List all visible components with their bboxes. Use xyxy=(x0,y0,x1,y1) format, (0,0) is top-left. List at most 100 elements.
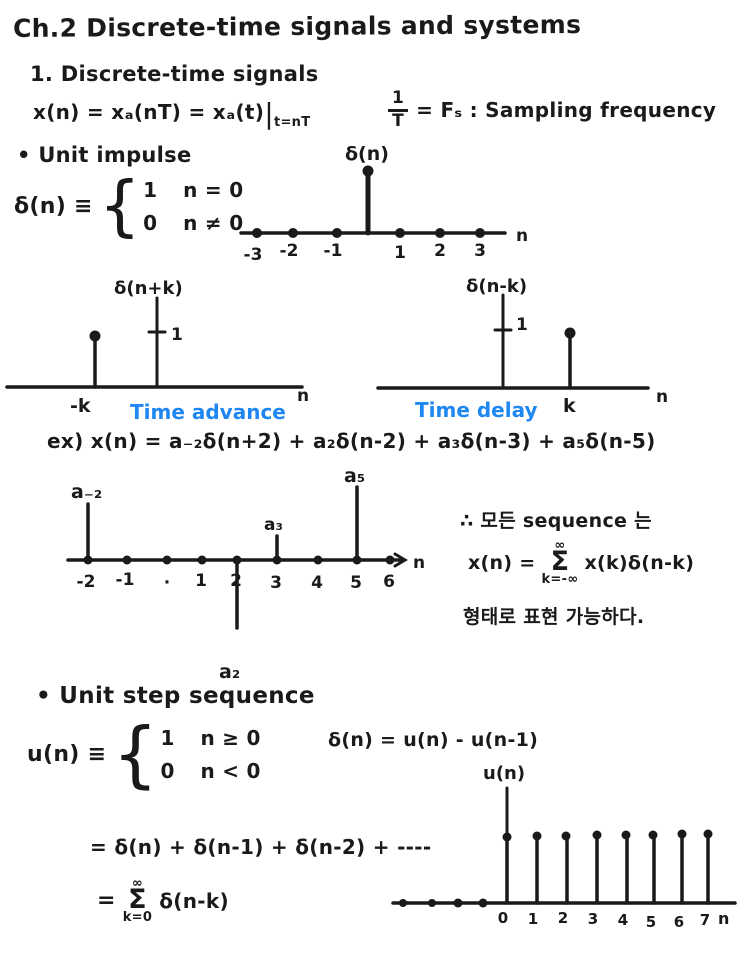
stem-position-label: k xyxy=(563,395,576,417)
sample-dot xyxy=(453,898,463,908)
stem-dot xyxy=(703,829,713,839)
one-over-T-fraction: 1 T xyxy=(388,89,409,131)
impulse-cases: 1 n = 0 0 n ≠ 0 xyxy=(143,178,243,235)
sampling-frequency-text: = Fₛ : Sampling frequency xyxy=(416,98,717,123)
impulse-case-1: 1 n = 0 xyxy=(143,178,243,202)
step-def-lhs: u(n) ≡ xyxy=(27,742,107,768)
example-equation: ex) x(n) = a₋₂δ(n+2) + a₂δ(n-2) + a₃δ(n-… xyxy=(47,429,656,453)
tick-label: 6 xyxy=(674,913,684,931)
sigma-symbol: Σ xyxy=(550,546,570,578)
tick-label: -2 xyxy=(77,572,96,592)
tick-label: 3 xyxy=(270,573,282,593)
stem-dot xyxy=(621,830,631,840)
evaluation-subscript: t=nT xyxy=(273,115,311,130)
case-brace: { xyxy=(98,167,142,245)
tick-label: -1 xyxy=(116,570,135,590)
time-delay-plot: 1 δ(n-k) k Time delay n xyxy=(376,276,668,422)
sigma-symbol: Σ xyxy=(128,884,147,916)
tick-label: 7 xyxy=(700,911,710,929)
stem-dot xyxy=(89,330,101,342)
step-expansion: = δ(n) + δ(n-1) + δ(n-2) + ---- xyxy=(90,835,432,859)
case-value: 1 xyxy=(143,178,158,202)
step-sum-formula: = ∞ Σ k=0 δ(n-k) xyxy=(97,876,229,924)
stem-label-a2: a₂ xyxy=(219,661,240,683)
tick-label: 5 xyxy=(646,913,656,931)
plot-xlabel: n xyxy=(297,386,309,406)
unit-tick-label: 1 xyxy=(516,315,528,335)
summation: ∞ Σ k=0 xyxy=(123,876,152,924)
summation: ∞ Σ k=-∞ xyxy=(541,538,579,587)
impulse-def-lhs: δ(n) ≡ xyxy=(14,194,93,219)
sampling-formula-main: x(n) = xₐ(nT) = xₐ(t) xyxy=(33,100,265,124)
tick-label: 5 xyxy=(350,573,362,593)
summation-lower: k=-∞ xyxy=(541,571,579,587)
unit-tick-label: 1 xyxy=(171,325,183,345)
sampling-frequency-note: 1 T = Fₛ : Sampling frequency xyxy=(388,89,717,131)
plot-xlabel: n xyxy=(413,553,425,573)
case-value: 0 xyxy=(143,211,158,235)
time-advance-caption: Time advance xyxy=(130,400,286,424)
time-advance-plot: 1 δ(n+k) -k Time advance n xyxy=(5,278,309,424)
stem-dot xyxy=(532,831,542,841)
tick-label: 4 xyxy=(311,573,323,593)
conclusion-line3: 형태로 표현 가능하다. xyxy=(463,606,645,628)
plot-ylabel: δ(n) xyxy=(345,143,389,165)
summation-upper: ∞ xyxy=(131,876,144,891)
step-case-1: 1 n ≥ 0 xyxy=(160,726,260,750)
tick-label: 1 xyxy=(394,243,406,263)
example-plot: a₋₂ a₂ a₃ a₅ -2 -1 · 1 2 3 4 5 6 n xyxy=(66,465,425,683)
case-condition: n = 0 xyxy=(183,178,244,202)
step-plot: u(n) 0 1 2 3 4 5 6 7 n xyxy=(391,763,737,931)
tick-label: -2 xyxy=(280,241,299,261)
stem-dot xyxy=(592,830,602,840)
heading-unit-impulse: • Unit impulse xyxy=(17,143,192,167)
tick-label: 4 xyxy=(618,911,628,929)
stem-dot xyxy=(564,327,576,339)
impulse-plot: δ(n) -3 -2 -1 1 2 3 n xyxy=(239,143,528,265)
tick-label: -3 xyxy=(244,245,263,265)
case-value: 0 xyxy=(160,759,175,784)
plot-ylabel: u(n) xyxy=(483,763,525,784)
sample-dot xyxy=(385,555,395,565)
stem-position-label: -k xyxy=(70,395,91,417)
plot-xlabel: n xyxy=(516,226,528,246)
summation-upper: ∞ xyxy=(554,538,566,553)
tick-label: 0 xyxy=(498,909,508,927)
axis-arrow xyxy=(393,552,408,568)
time-delay-caption: Time delay xyxy=(415,398,538,422)
sample-dot xyxy=(395,228,405,238)
tick-label: 1 xyxy=(528,910,538,928)
sampling-formula: x(n) = xₐ(nT) = xₐ(t)|t=nT xyxy=(33,97,310,130)
sample-dot xyxy=(197,555,207,565)
sample-dot xyxy=(478,898,488,908)
delta-step-relation: δ(n) = u(n) - u(n-1) xyxy=(328,729,539,751)
sample-dot xyxy=(122,555,132,565)
sample-dot xyxy=(162,555,172,565)
plot-ylabel: δ(n-k) xyxy=(466,276,527,297)
sample-dot xyxy=(428,899,436,907)
stem-label-a5: a₅ xyxy=(344,465,365,487)
step-definition: u(n) ≡ { 1 n ≥ 0 0 n < 0 xyxy=(27,718,261,790)
impulse-stem-dot xyxy=(362,165,374,177)
sample-dot xyxy=(288,228,298,238)
tick-label: 2 xyxy=(230,571,242,591)
fraction-numerator: 1 xyxy=(388,89,409,112)
sample-dot xyxy=(332,228,342,238)
conclusion-rhs: x(k)δ(n-k) xyxy=(584,551,695,574)
fraction-denominator: T xyxy=(392,110,405,131)
plot-xlabel: n xyxy=(656,387,668,407)
sample-dot xyxy=(435,228,445,238)
stem-dot xyxy=(677,829,687,839)
sample-dot xyxy=(252,228,262,238)
conclusion-formula: x(n) = ∞ Σ k=-∞ x(k)δ(n-k) xyxy=(468,538,695,587)
tick-label: 2 xyxy=(558,909,568,927)
conclusion-lhs: x(n) = xyxy=(468,551,536,574)
tick-label: 3 xyxy=(588,910,598,928)
heading-unit-step: • Unit step sequence xyxy=(36,683,315,709)
case-value: 1 xyxy=(160,726,175,751)
tick-label: · xyxy=(164,573,170,593)
tick-label: -1 xyxy=(324,241,343,261)
stem-label-a-minus2: a₋₂ xyxy=(71,481,102,503)
equals-sign: = xyxy=(97,888,116,914)
conclusion-line1: ∴ 모든 sequence 는 xyxy=(460,510,652,532)
